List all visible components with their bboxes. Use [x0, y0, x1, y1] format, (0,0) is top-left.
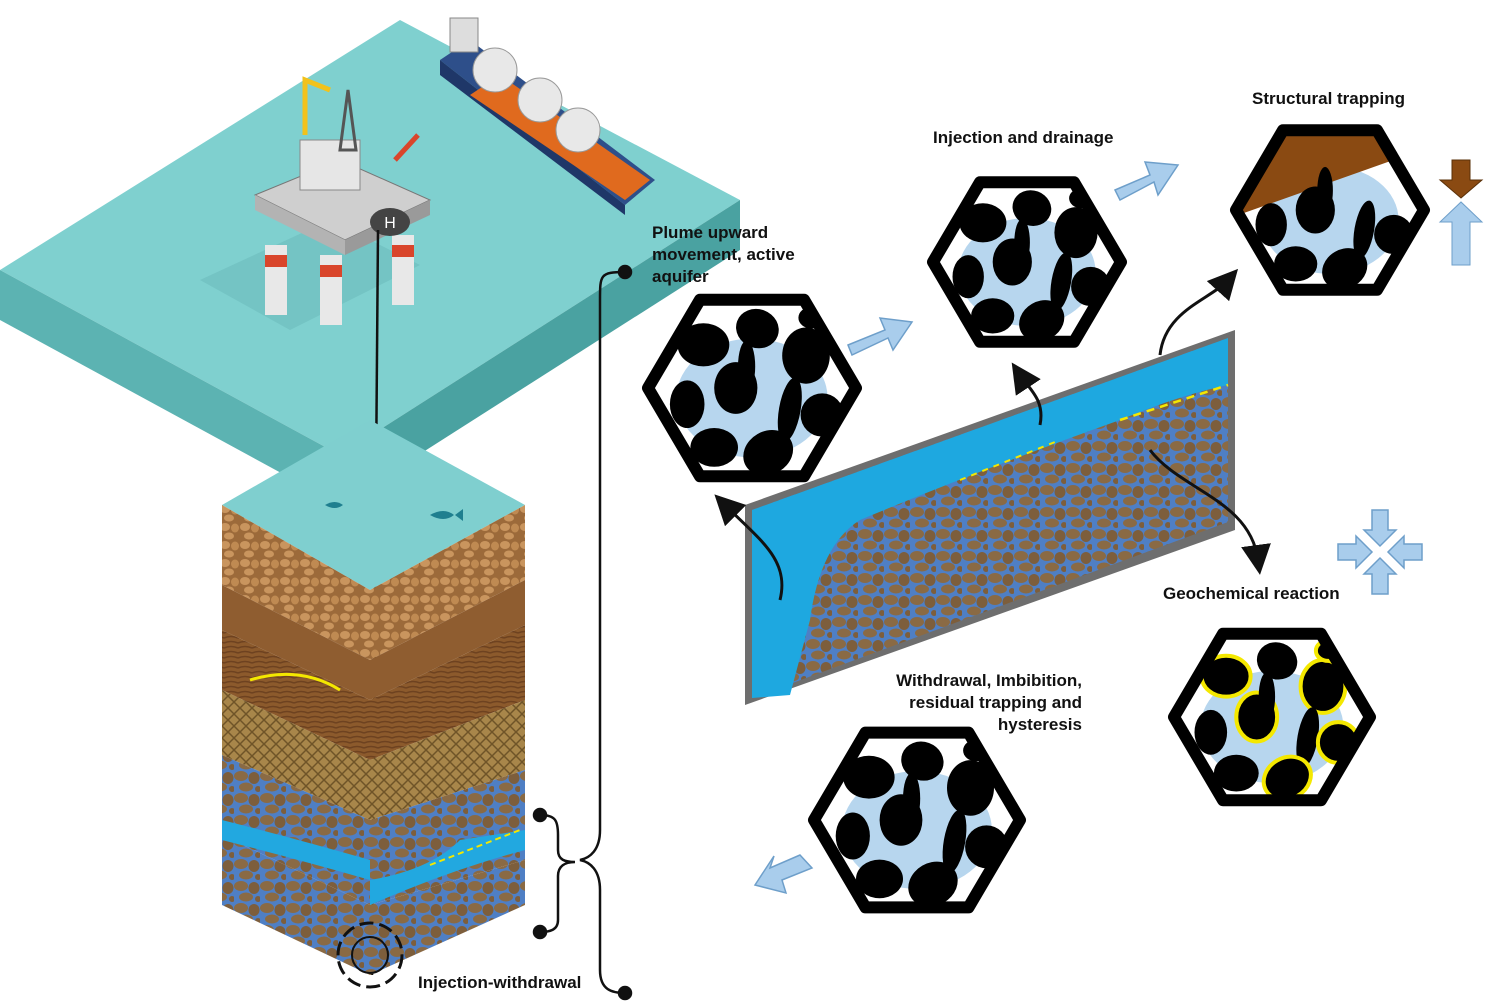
blue-flow-arrows [753, 161, 1180, 895]
geological-block [222, 420, 525, 989]
geochemical-reaction-label: Geochemical reaction [1163, 584, 1340, 603]
offshore-platform-icon: H [253, 76, 432, 325]
structural-trapping-label: Structural trapping [1252, 89, 1406, 108]
withdrawal-label-line2: residual trapping and [909, 693, 1082, 712]
bracket-connector [532, 264, 633, 1001]
compression-cross-icon [1337, 509, 1423, 595]
reservoir-cross-section [745, 330, 1235, 705]
pressure-arrows-icon [1438, 159, 1484, 266]
plume-label: Plume upward movement, active aquifer [652, 223, 795, 286]
pore-geochemical-reaction-icon [1168, 627, 1376, 807]
lng-tanker-icon [440, 17, 655, 215]
withdrawal-label-line1: Withdrawal, Imbibition, [896, 671, 1082, 690]
injection-drainage-label: Injection and drainage [933, 128, 1114, 147]
pore-withdrawal-icon [808, 726, 1026, 914]
pore-injection-drainage-icon [927, 176, 1127, 348]
withdrawal-label-line3: hysteresis [997, 715, 1082, 734]
process-arrows [714, 268, 1271, 601]
pore-structural-trapping-icon [1230, 124, 1430, 296]
pore-plume-icon [642, 293, 862, 483]
withdrawal-label: Withdrawal, Imbibition, residual trappin… [860, 670, 1082, 736]
svg-text:H: H [384, 215, 396, 232]
injection-withdrawal-label: Injection-withdrawal [418, 973, 582, 992]
